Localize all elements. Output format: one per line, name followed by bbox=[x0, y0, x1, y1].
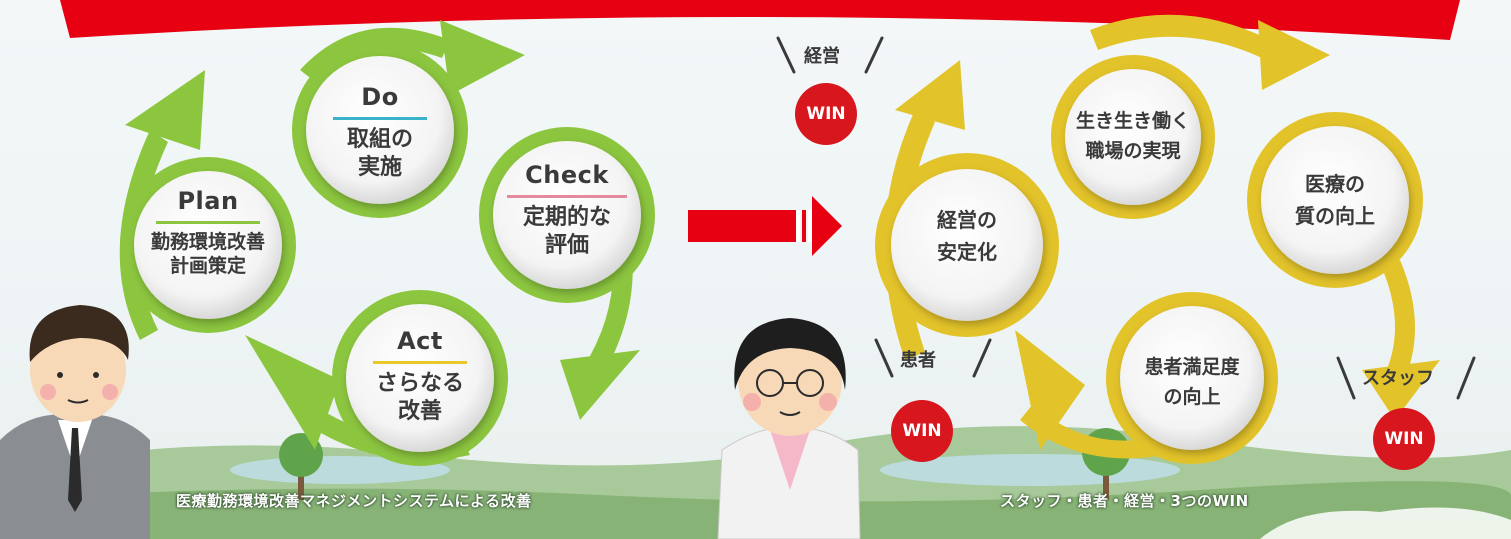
pdca-act-text: さらなる 改善 bbox=[375, 370, 464, 424]
pdca-caption: 医療勤務環境改善マネジメントシステムによる改善 bbox=[176, 492, 532, 510]
win-circle-management: 経営の 安定化 bbox=[897, 204, 1037, 268]
pdca-plan: Plan 勤務環境改善 計画策定 bbox=[134, 186, 282, 278]
win-label-staff: スタッフ bbox=[1362, 368, 1434, 389]
arrow-right-icon bbox=[688, 196, 842, 256]
pdca-discs bbox=[120, 42, 655, 466]
pdca-plan-text: 勤務環境改善 計画策定 bbox=[150, 230, 265, 278]
pdca-plan-title: Plan bbox=[156, 186, 260, 224]
pdca-check-text: 定期的な 評価 bbox=[522, 204, 611, 258]
win-badge-patient: WIN bbox=[891, 400, 953, 462]
wins-caption: スタッフ・患者・経営・3つのWIN bbox=[1000, 492, 1249, 510]
pdca-check-title: Check bbox=[507, 160, 627, 198]
win-badge-management: WIN bbox=[795, 83, 857, 145]
pdca-act: Act さらなる 改善 bbox=[346, 326, 494, 426]
man-figure bbox=[0, 305, 150, 539]
win-badge-staff: WIN bbox=[1373, 408, 1435, 470]
win-circle-workplace: 生き生き働く 職場の実現 bbox=[1063, 106, 1203, 167]
win-circle-quality-text: 医療の 質の向上 bbox=[1295, 172, 1375, 228]
pdca-do-title: Do bbox=[333, 82, 427, 120]
win-circle-management-text: 経営の 安定化 bbox=[937, 208, 997, 264]
win-circle-satisfaction-text: 患者満足度 の向上 bbox=[1144, 356, 1240, 409]
win-label-management: 経営 bbox=[804, 46, 840, 67]
win-circle-quality: 医療の 質の向上 bbox=[1265, 168, 1405, 232]
top-banner bbox=[60, 0, 1460, 40]
pdca-act-title: Act bbox=[373, 326, 467, 364]
pdca-check: Check 定期的な 評価 bbox=[493, 160, 641, 260]
win-circle-workplace-text: 生き生き働く 職場の実現 bbox=[1075, 110, 1190, 163]
pdca-do: Do 取組の 実施 bbox=[306, 82, 454, 182]
win-discs bbox=[875, 55, 1423, 464]
doctor-figure bbox=[717, 318, 861, 539]
win-circle-satisfaction: 患者満足度 の向上 bbox=[1122, 352, 1262, 413]
win-label-patient: 患者 bbox=[900, 350, 936, 371]
pdca-do-text: 取組の 実施 bbox=[346, 126, 413, 180]
